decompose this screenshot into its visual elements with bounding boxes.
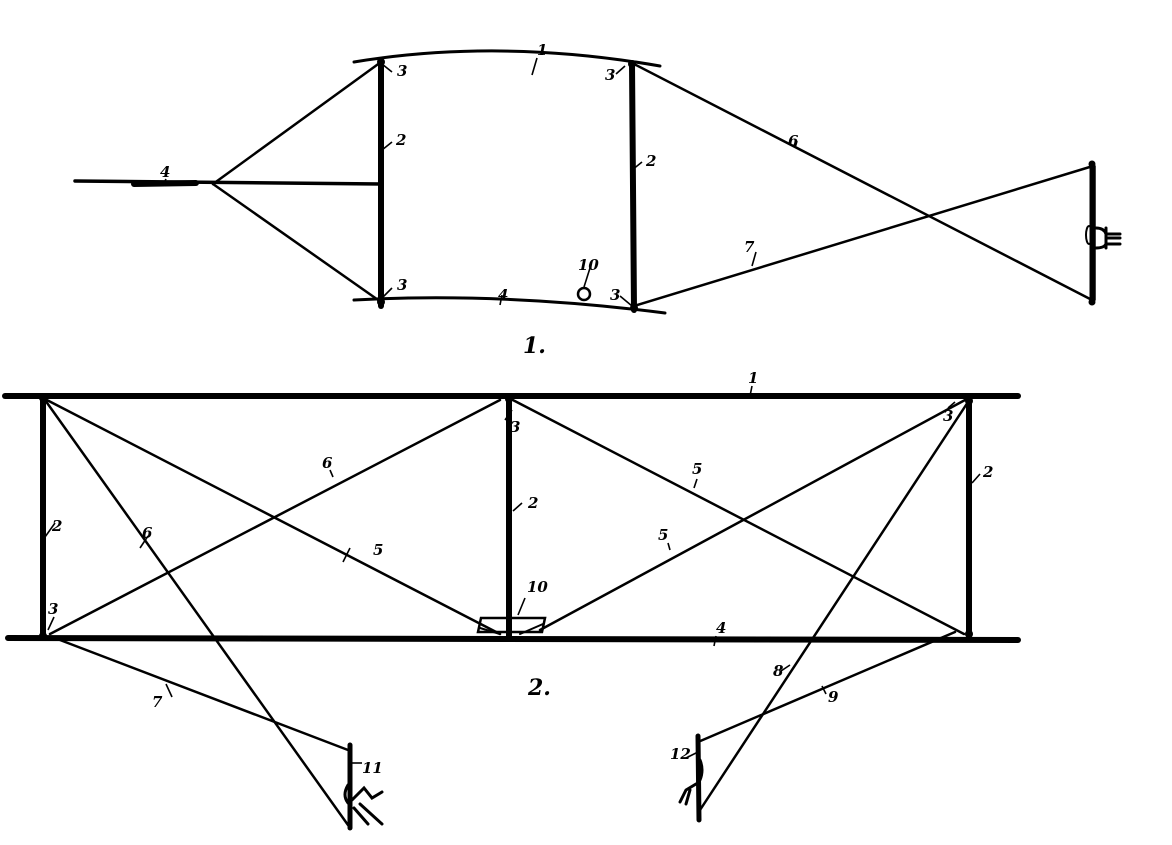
wire-6-long [43, 398, 350, 827]
diag-5-right-b [538, 398, 967, 632]
reference-number: 3 [48, 600, 58, 618]
leader-line [165, 683, 173, 698]
front-brace-top [211, 60, 383, 186]
figure-2-structure [2, 393, 1021, 831]
reference-number: 3 [610, 286, 620, 304]
diag-6-left [48, 398, 502, 636]
reference-number: 7 [744, 238, 755, 256]
leader-line [667, 542, 671, 551]
wire-9 [696, 630, 957, 744]
reference-number: 3 [605, 66, 615, 84]
leader-line [685, 751, 699, 759]
leader-line [531, 57, 538, 76]
wire-8 [698, 400, 970, 812]
leader-line [751, 251, 757, 267]
leader-line [381, 287, 393, 299]
leader-line [381, 63, 393, 73]
strut-right [629, 61, 637, 313]
leader-line [139, 535, 149, 549]
figure-captions: 1. 2. [523, 333, 551, 701]
reference-number: 7 [152, 693, 163, 711]
leader-line [583, 267, 591, 288]
figure-1-structure [73, 49, 1122, 315]
reference-number: 10 [578, 256, 599, 274]
front-brace-bottom [211, 182, 383, 304]
leader-line [499, 294, 503, 306]
rod-sleeve [131, 180, 199, 187]
figure-caption: 2. [527, 675, 551, 701]
figure-caption: 1. [523, 333, 546, 359]
leader-line [821, 685, 827, 695]
reference-number: 2 [645, 152, 656, 170]
ring-10 [576, 286, 592, 302]
grip-icon [1094, 226, 1122, 250]
grip-12-hand-icon [678, 758, 704, 806]
leader-line [517, 597, 526, 616]
leader-line [947, 401, 956, 409]
block-10 [476, 616, 547, 634]
leader-line [504, 409, 513, 421]
reference-number: 3 [943, 407, 953, 425]
wire-6 [632, 62, 1094, 302]
wire-7 [58, 638, 350, 752]
leader-line [162, 178, 167, 186]
wire-7 [632, 164, 1095, 308]
reference-number: 3 [510, 418, 520, 436]
reference-number: 1 [748, 369, 758, 387]
reference-number: 5 [658, 526, 668, 544]
reference-number: 10 [527, 578, 548, 596]
reference-number: 2 [395, 131, 406, 149]
reference-number: 6 [142, 524, 153, 542]
diag-5-right-a [507, 396, 966, 636]
leader-line [615, 65, 626, 75]
reference-number: 2 [51, 517, 62, 535]
reference-number: 3 [397, 276, 407, 294]
diag-5-left [41, 396, 502, 636]
reference-number: 1 [537, 41, 547, 59]
leader-line [381, 141, 393, 151]
reference-number: 4 [716, 619, 726, 637]
leader-line [342, 547, 351, 563]
leader-line [693, 478, 698, 489]
reference-number: 5 [373, 541, 383, 559]
reference-number: 2 [982, 463, 993, 481]
leader-line [971, 473, 981, 484]
reference-number: 2 [527, 494, 538, 512]
leader-line [749, 385, 753, 397]
reference-number: 4 [498, 286, 508, 304]
leader-line [512, 502, 523, 512]
reference-number: 12 [670, 745, 691, 763]
lower-wing-edge [352, 296, 667, 315]
grip-11-hand-icon [343, 783, 384, 826]
front-rod [73, 179, 383, 186]
leader-line [44, 522, 56, 538]
reference-number: 9 [828, 688, 839, 706]
leader-line [329, 469, 334, 478]
reference-number: 8 [773, 662, 784, 680]
leader-line [794, 140, 798, 149]
leader-line [631, 161, 643, 171]
reference-number: 11 [362, 759, 383, 777]
reference-number: 5 [692, 460, 702, 478]
bottom-wing-edge [5, 635, 1021, 643]
grip-12-bar [695, 733, 702, 823]
reference-number: 6 [788, 132, 799, 150]
reference-number: 4 [160, 163, 170, 181]
leader-line [619, 295, 633, 307]
reference-number: 6 [322, 454, 333, 472]
leader-line [780, 664, 791, 672]
reference-number: 3 [397, 62, 407, 80]
upper-wing-edge [352, 49, 662, 68]
reference-labels: 1 3 3 2 2 4 3 4 10 3 6 7 1 3 3 2 2 2 6 6 5 5 5 10 3 4 7 8 9 11 12 [44, 41, 993, 777]
leader-line [47, 616, 55, 631]
leader-line [713, 635, 717, 647]
